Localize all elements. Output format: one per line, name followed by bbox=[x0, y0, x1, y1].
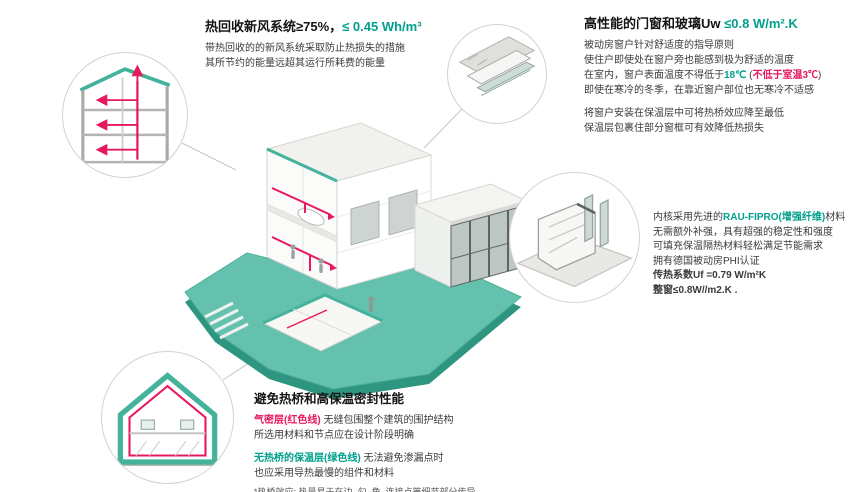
windows-body-line: 在室内，窗户表面温度不得低于18℃ (不低于室温3℃) bbox=[584, 68, 862, 83]
windows-body-line: 即使在寒冷的冬季，在靠近窗户部位也无寒冷不适感 bbox=[584, 85, 814, 96]
paragraph-gap bbox=[584, 98, 862, 106]
glazing bbox=[476, 61, 536, 93]
callout-profile-circle bbox=[509, 172, 640, 303]
windows-temp-note: 不低于室温3℃ bbox=[752, 70, 819, 81]
annotation-thermal-bridge: 避免热桥和高保温密封性能 气密层(红色线) 无缝包围整个建筑的围护结构 所选用材… bbox=[254, 388, 569, 492]
windows-title-value: ≤0.8 W/m².K bbox=[724, 16, 798, 31]
wall-hatch bbox=[135, 440, 200, 456]
insulation-layer-label: 无热桥的保温层(绿色线) bbox=[254, 453, 361, 464]
thermal-bridge-title: 避免热桥和高保温密封性能 bbox=[254, 392, 405, 406]
glazing-line bbox=[481, 69, 531, 96]
insulation-layer-green-line bbox=[117, 372, 218, 465]
airtight-layer-label: 气密层(红色线) bbox=[254, 415, 321, 426]
profile-line1-pre: 内核采用先进的 bbox=[653, 212, 723, 223]
profile-chambers bbox=[548, 211, 586, 254]
duct-arrow bbox=[328, 213, 335, 220]
windows-title-text: 高性能的门窗和玻璃Uw bbox=[584, 16, 725, 31]
floor-lines bbox=[77, 108, 173, 164]
exterior-walls bbox=[81, 86, 169, 163]
paren: ( bbox=[746, 70, 753, 81]
windows-body-line: 被动房窗户针对舒适度的指导原则 bbox=[584, 40, 734, 51]
windows-temp-text: 在室内，窗户表面温度不得低于 bbox=[584, 70, 724, 81]
windows-title: 高性能的门窗和玻璃Uw ≤0.8 W/m².K bbox=[584, 13, 862, 32]
thermal-bridge-body-line: 所选用材料和节点应在设计阶段明确 bbox=[254, 430, 414, 441]
insulation-layer-text: 无法避免渗漏点时 bbox=[360, 453, 444, 464]
paren: ) bbox=[818, 70, 822, 81]
profile-material-name: RAU-FIPRO(增强纤维) bbox=[723, 212, 826, 223]
roof-line bbox=[79, 67, 171, 92]
airtight-layer-red-line bbox=[128, 384, 207, 457]
callout-ventilation-circle bbox=[62, 52, 188, 178]
heat-recovery-ventilation-section-icon bbox=[77, 64, 173, 164]
person-figure bbox=[290, 244, 296, 259]
thermal-bridge-body-line: 气密层(红色线) 无缝包围整个建筑的围护结构 bbox=[254, 413, 569, 428]
floor-slab bbox=[266, 203, 338, 243]
window-opening bbox=[140, 419, 156, 430]
callout-insulation-circle bbox=[101, 351, 234, 484]
profile-body-line: 无需额外补强，具有超强的稳定性和强度 bbox=[653, 226, 833, 238]
windows-body-line: 使住户即使处在窗户旁也能感到极为舒适的温度 bbox=[584, 55, 794, 66]
profile-line1-post: 材料 bbox=[825, 212, 846, 223]
window-frame bbox=[466, 49, 532, 85]
duct-arrow bbox=[330, 264, 337, 271]
thermal-bridge-body-line: 也应采用导热最慢的组件和材料 bbox=[254, 468, 394, 479]
person-figure bbox=[318, 258, 324, 273]
heat-recovery-body-line: 其所节约的能量远超其运行所耗费的能量 bbox=[205, 58, 385, 69]
house-cutaway-illustration bbox=[184, 122, 529, 399]
heat-recovery-title-value: ≤ 0.45 Wh/m³ bbox=[342, 19, 422, 34]
window-profile-cross-section-icon bbox=[516, 193, 633, 288]
window-installation-corner-detail-icon bbox=[458, 36, 536, 96]
profile-uf-value: 传热系数Uf =0.79 W/m²K bbox=[653, 270, 767, 281]
profile-body-line: 拥有德国被动房PHI认证 bbox=[653, 255, 760, 267]
window-mullions bbox=[469, 210, 509, 282]
heat-recovery-body-line: 带热回收的的新风系统采取防止热损失的措施 bbox=[205, 43, 405, 54]
basement-insulation-rim bbox=[262, 293, 384, 325]
airtight-layer-text: 无缝包围整个建筑的围护结构 bbox=[320, 415, 454, 426]
airflow-arrows bbox=[95, 64, 144, 156]
heat-recovery-title: 热回收新风系统≥75%，≤ 0.45 Wh/m³ bbox=[205, 16, 450, 35]
basement-duct-line bbox=[286, 309, 328, 329]
roof-insulation-edge bbox=[266, 147, 338, 183]
paragraph-gap bbox=[254, 443, 569, 451]
glass-pane bbox=[584, 193, 594, 243]
glass-pane bbox=[599, 199, 609, 248]
annotation-profile-material: 内核采用先进的RAU-FIPRO(增强纤维)材料 无需额外补强，具有超强的稳定性… bbox=[653, 211, 865, 298]
profile-body-line: 内核采用先进的RAU-FIPRO(增强纤维)材料 bbox=[653, 211, 865, 226]
gasket-line bbox=[576, 202, 596, 215]
profile-body-line: 可填充保温隔热材料轻松满足节能需求 bbox=[653, 241, 823, 252]
insulated-airtight-house-section-icon bbox=[109, 372, 226, 466]
stairs bbox=[204, 301, 249, 340]
window-opening bbox=[179, 419, 195, 430]
wing-roof-fascia bbox=[451, 201, 527, 226]
annotation-heat-recovery: 热回收新风系统≥75%，≤ 0.45 Wh/m³ 带热回收的的新风系统采取防止热… bbox=[205, 16, 450, 71]
wall-hatch bbox=[467, 53, 508, 76]
facade-window bbox=[388, 189, 418, 236]
heat-recovery-title-text: 热回收新风系统≥75%， bbox=[205, 19, 343, 34]
person-figure bbox=[368, 296, 374, 312]
profile-uw-value: 整窗≤0.8W//m2.K . bbox=[653, 284, 738, 296]
windows-body-line: 保温层包裹住部分窗框可有效降低热损失 bbox=[584, 123, 764, 134]
thermal-bridge-body-line: 无热桥的保温层(绿色线) 无法避免渗漏点时 bbox=[254, 451, 569, 466]
callout-window-detail-circle bbox=[447, 24, 547, 124]
thermal-bridge-footnote: *热桥效应: 热量易于在边, 勾, 角, 连接点等细节部分传导 bbox=[254, 487, 476, 492]
windows-temp-value: 18℃ bbox=[724, 70, 747, 81]
windows-body-line: 将窗户安装在保温层中可将热桥效应降至最低 bbox=[584, 108, 784, 119]
facade-window bbox=[350, 200, 380, 246]
annotation-windows-glass: 高性能的门窗和玻璃Uw ≤0.8 W/m².K 被动房窗户针对舒适度的指导原则 … bbox=[584, 13, 862, 136]
